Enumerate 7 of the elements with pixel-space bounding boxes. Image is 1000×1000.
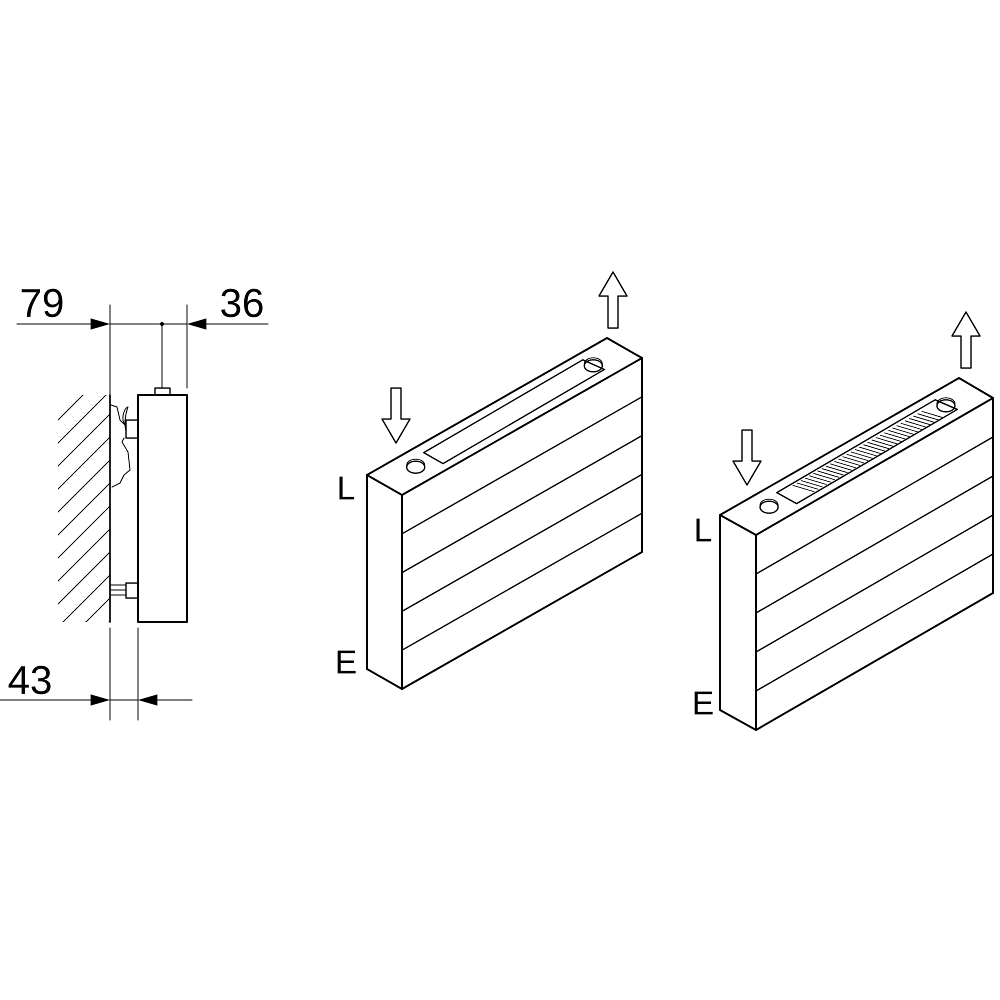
connection-label: E: [338, 650, 356, 674]
dimension-label: 79: [22, 288, 62, 318]
connection-label: L: [340, 476, 354, 500]
dimension-label: 43: [8, 666, 51, 694]
dimension-label: 36: [221, 288, 263, 318]
connection-label: L: [696, 518, 712, 542]
connection-label: E: [694, 692, 713, 714]
